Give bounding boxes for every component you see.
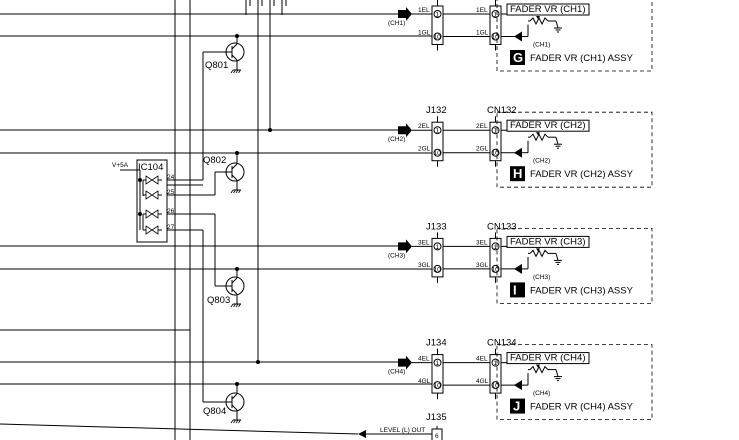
el-label: 2EL [418, 123, 430, 130]
transistors [225, 36, 245, 424]
pin-label: 10 [492, 383, 500, 390]
signal-label: (CH2) [388, 136, 405, 143]
jack-label: J134 [426, 338, 447, 349]
gl-label: 2GL [418, 146, 431, 153]
gl-label-right: 1GL [476, 30, 489, 37]
assy-label: FADER VR (CH3) ASSY [530, 285, 634, 296]
assy-label: FADER VR (CH2) ASSY [530, 169, 634, 180]
transistor-q802 [225, 153, 245, 194]
fader-label: FADER VR (CH3) [510, 236, 585, 247]
ic104-pin-24: 24 [167, 174, 175, 181]
pin-label: 1 [494, 360, 498, 367]
gl-signal-label: (CH3) [533, 274, 550, 281]
gl-arrow [514, 380, 522, 391]
pin-label: 10 [434, 34, 442, 41]
j135-pin: 6 [435, 433, 439, 440]
el-label-right: 4EL [476, 356, 488, 363]
connector-label: CN134 [487, 338, 517, 349]
gl-signal-label: (CH1) [533, 42, 550, 49]
el-label-right: 2EL [476, 123, 488, 130]
pin-label: 10 [492, 34, 500, 41]
q802-label: Q802 [203, 155, 226, 166]
gl-label-right: 2GL [476, 146, 489, 153]
signal-label: (CH4) [388, 369, 405, 376]
ic104-pin-27: 27 [167, 224, 175, 231]
q804-label: Q804 [203, 406, 226, 417]
ic104-switches [143, 175, 162, 235]
signal-label: (CH1) [388, 20, 405, 27]
ic104-switch [143, 175, 162, 185]
pin-label: 1 [436, 244, 440, 251]
j135-group: J135 LEVEL (L) OUT 6 [358, 412, 447, 440]
ic104-switch [143, 190, 162, 200]
pin-label: 10 [492, 266, 500, 273]
gl-label: 3GL [418, 262, 431, 269]
transistor-q803 [225, 269, 245, 308]
transistor-q804 [225, 384, 245, 424]
gl-label-right: 4GL [476, 378, 489, 385]
el-label-right: 3EL [476, 239, 488, 246]
el-label: 3EL [418, 239, 430, 246]
supply-label: V+5A [112, 162, 129, 169]
q801-label: Q801 [205, 60, 228, 71]
signal-arrow [398, 123, 412, 138]
el-label: 4EL [418, 356, 430, 363]
jack-label: J132 [426, 105, 447, 116]
transistor-q801 [225, 36, 245, 74]
gl-arrow [514, 31, 522, 42]
gl-label-right: 3GL [476, 262, 489, 269]
signal-label: (CH3) [388, 252, 405, 259]
assy-label: FADER VR (CH1) ASSY [530, 53, 634, 64]
signal-arrow [398, 355, 412, 370]
connector-label: CN133 [487, 221, 517, 232]
gl-signal-label: (CH2) [533, 158, 550, 165]
q803-label: Q803 [207, 295, 230, 306]
pin-label: 10 [434, 266, 442, 273]
jack-label: J133 [426, 221, 447, 232]
gl-arrow [514, 147, 522, 158]
static-wiring [0, 0, 432, 440]
pin-label: 10 [434, 383, 442, 390]
fader-label: FADER VR (CH4) [510, 353, 585, 364]
assy-label: FADER VR (CH4) ASSY [530, 402, 634, 413]
pin-label: 1 [436, 12, 440, 19]
fader-label: FADER VR (CH1) [510, 4, 585, 15]
fader-label: FADER VR (CH2) [510, 120, 585, 131]
assy-letter-badge: H [513, 166, 522, 181]
el-label: 1EL [418, 7, 430, 14]
ic104-switch [143, 209, 162, 219]
gl-signal-label: (CH4) [533, 390, 550, 397]
gl-label: 4GL [418, 378, 431, 385]
pin-label: 1 [494, 128, 498, 135]
ic104-pin-26: 26 [167, 208, 175, 215]
pin-label: 1 [494, 244, 498, 251]
pin-label: 10 [434, 150, 442, 157]
ic104-pin-25: 25 [167, 189, 175, 196]
pin-label: 1 [494, 12, 498, 19]
pin-label: 1 [436, 128, 440, 135]
connector-label: CN132 [487, 105, 517, 116]
level-out-arrow [358, 430, 366, 438]
assy-letter-badge: J [513, 399, 520, 414]
pin-label: 1 [436, 360, 440, 367]
ic104-switch [143, 225, 162, 235]
gl-label: 1GL [418, 30, 431, 37]
signal-arrow [398, 7, 412, 21]
ic104-label: IC104 [138, 162, 163, 173]
assy-letter-badge: G [513, 50, 523, 65]
j135-label: J135 [426, 412, 447, 423]
level-out-label: LEVEL (L) OUT [380, 427, 425, 434]
gl-arrow [514, 263, 522, 274]
signal-arrow [398, 239, 412, 254]
assy-letter-badge: I [513, 282, 517, 297]
pin-label: 10 [492, 150, 500, 157]
el-label-right: 1EL [476, 7, 488, 14]
